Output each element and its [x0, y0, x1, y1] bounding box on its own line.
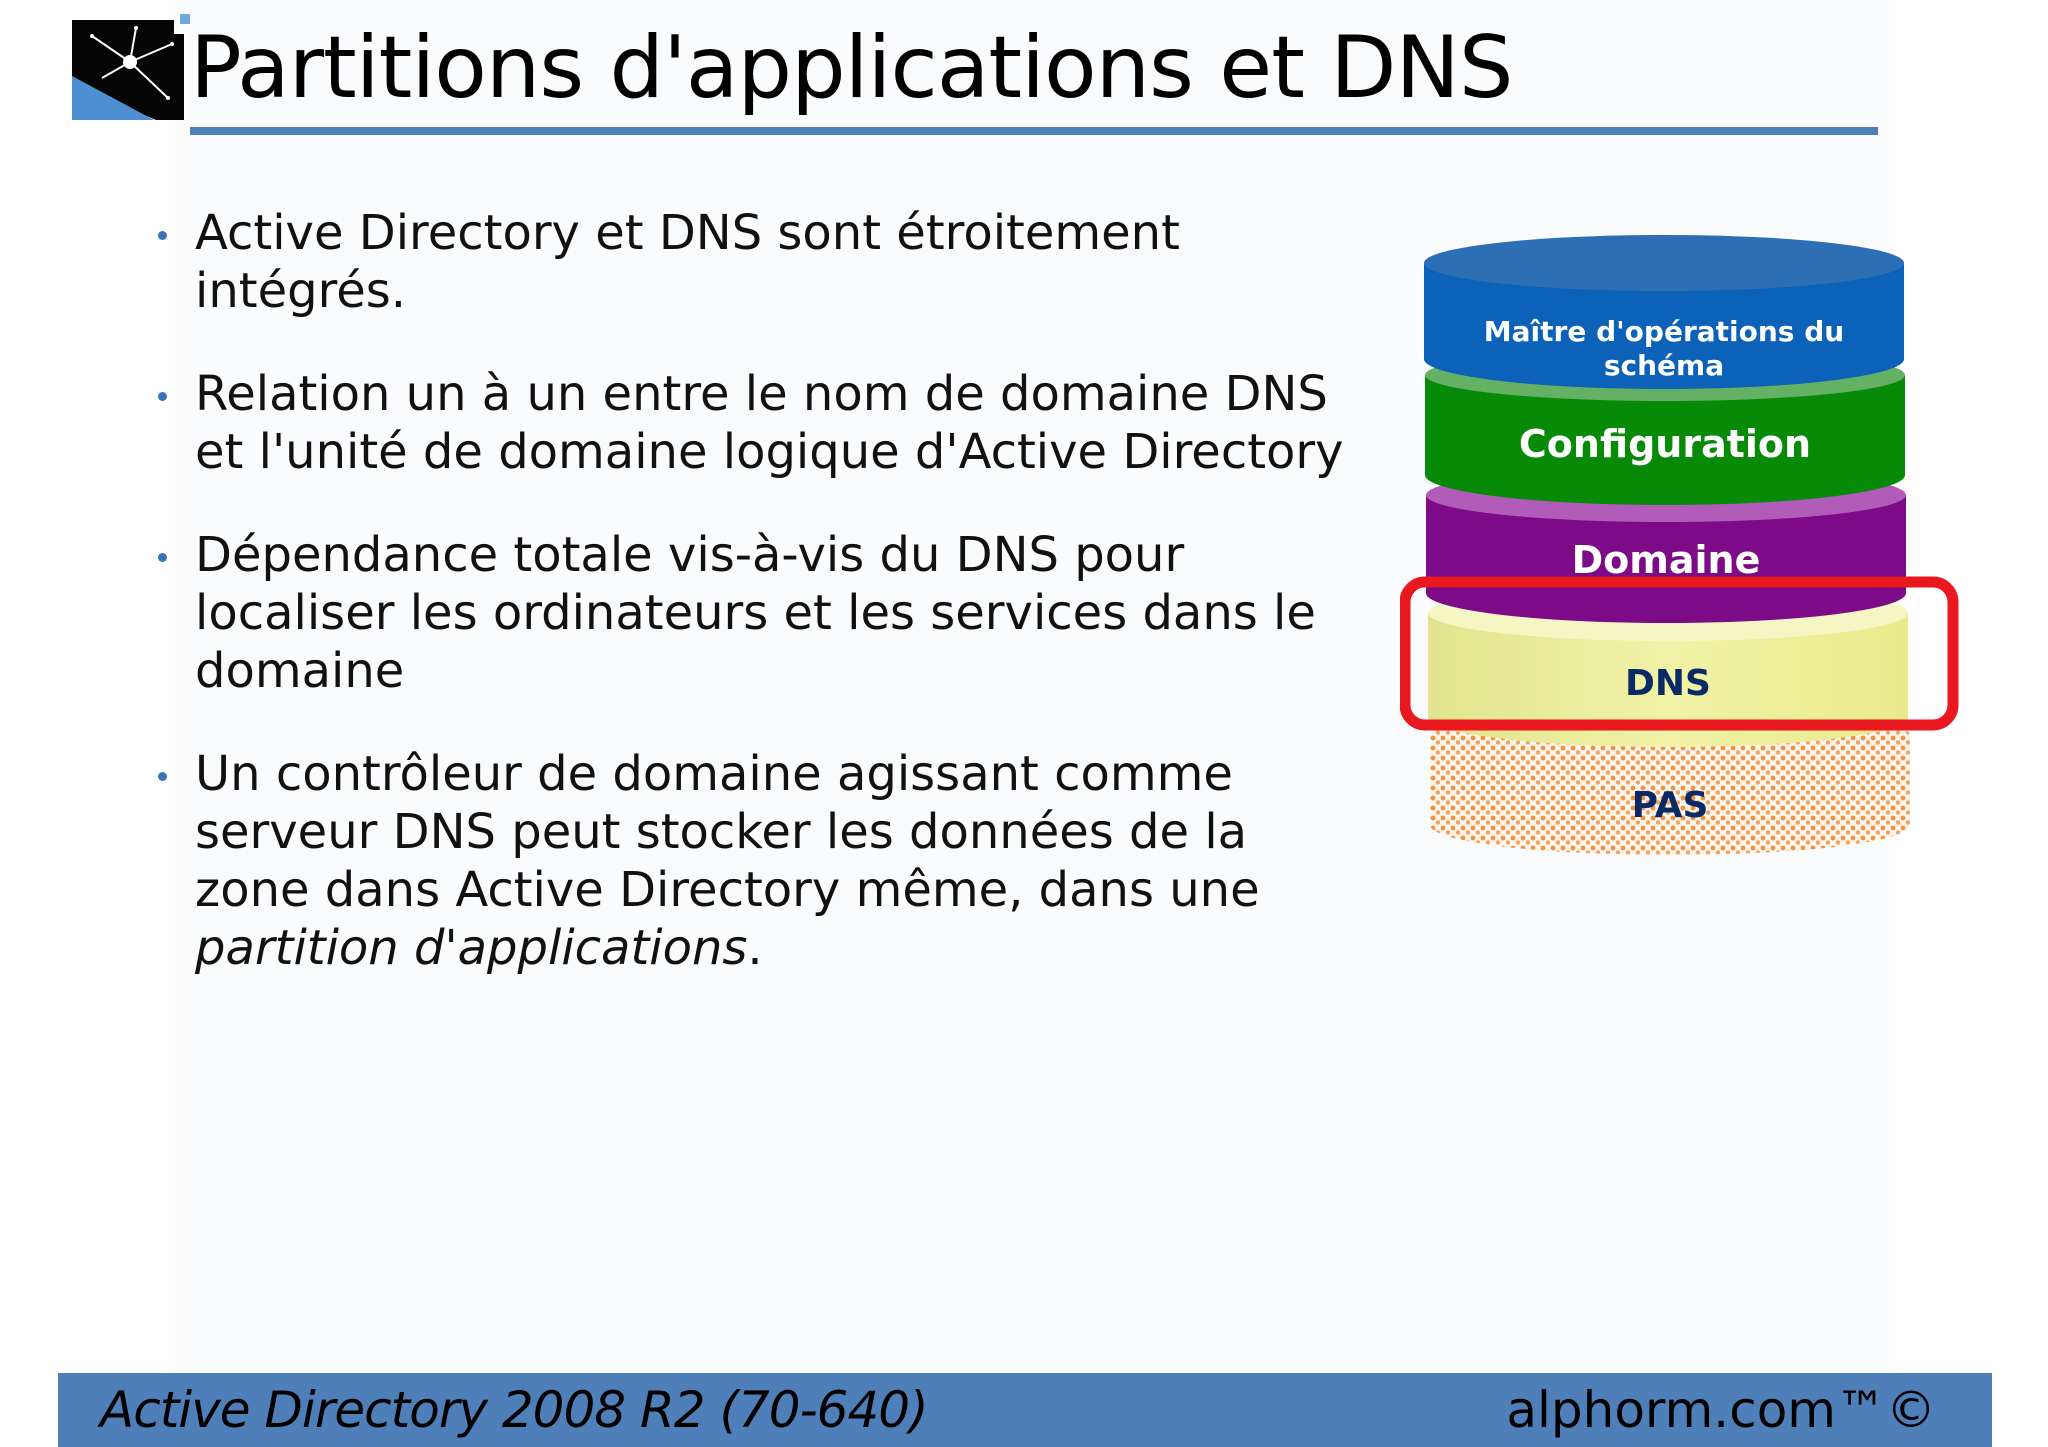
bullet-text: Active Directory et DNS sont étroitement…	[195, 205, 1180, 319]
footer-bar: Active Directory 2008 R2 (70-640) alphor…	[58, 1373, 1992, 1447]
bullet-dot-icon	[158, 553, 167, 562]
bullet-text-end: .	[747, 920, 763, 976]
layer-label-domaine: Domaine	[1572, 538, 1761, 582]
layer-label-pas: PAS	[1632, 785, 1709, 826]
bullet-dot-icon	[158, 772, 167, 781]
bullet-text: Un contrôleur de domaine agissant comme …	[195, 746, 1260, 918]
bullet-text: Dépendance totale vis-à-vis du DNS pour …	[195, 527, 1316, 699]
footer-brand: alphorm.com™©	[1506, 1381, 1936, 1439]
layer-label-schema-line1: Maître d'opérations du	[1484, 315, 1844, 348]
logo-icon	[72, 14, 190, 120]
bullet-italic-text: partition d'applications	[195, 920, 748, 976]
bullet-item: Un contrôleur de domaine agissant comme …	[150, 745, 1350, 977]
title-underline	[190, 127, 1878, 135]
bullet-text: Relation un à un entre le nom de domaine…	[195, 366, 1344, 480]
slide-title: Partitions d'applications et DNS	[190, 18, 1513, 118]
bullet-dot-icon	[158, 392, 167, 401]
dns-highlight-frame	[1400, 576, 1959, 731]
bullet-list: Active Directory et DNS sont étroitement…	[150, 204, 1350, 1022]
footer-course-title: Active Directory 2008 R2 (70-640)	[100, 1381, 929, 1439]
bullet-item: Dépendance totale vis-à-vis du DNS pour …	[150, 526, 1350, 700]
layer-label-dns: DNS	[1625, 663, 1711, 704]
bullet-item: Active Directory et DNS sont étroitement…	[150, 204, 1350, 320]
bullet-item: Relation un à un entre le nom de domaine…	[150, 365, 1350, 481]
layer-schema-master: Maître d'opérations du schéma	[1424, 235, 1904, 389]
layer-label-schema-line2: schéma	[1604, 349, 1724, 382]
partition-stack-diagram: PAS DNS Domaine Configuration Maître d'o…	[1400, 235, 1959, 855]
layer-label-configuration: Configuration	[1519, 422, 1811, 466]
bullet-dot-icon	[158, 231, 167, 240]
